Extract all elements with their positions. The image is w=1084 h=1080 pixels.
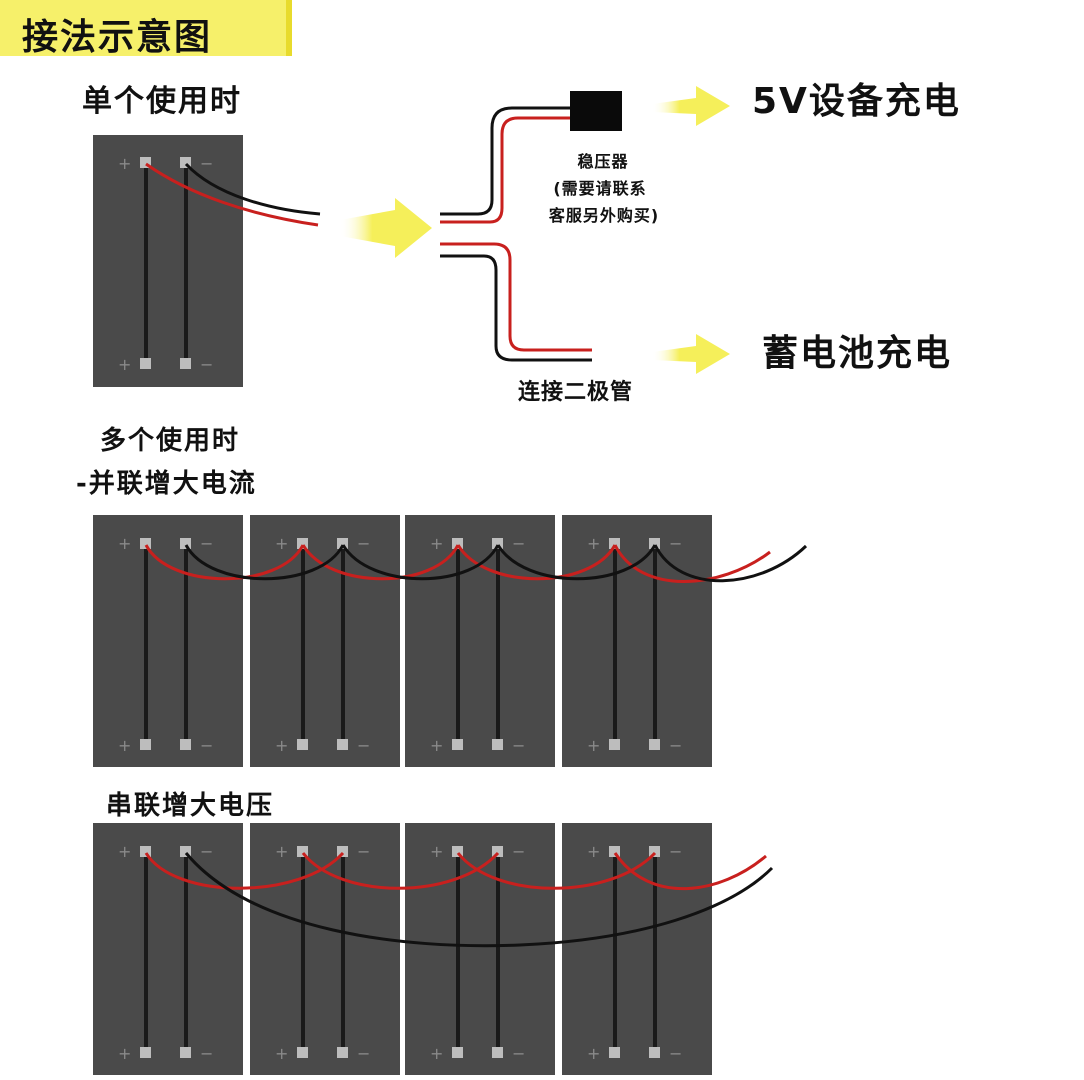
multi-use-heading: 多个使用时: [100, 426, 241, 456]
solar-panel: [562, 515, 712, 767]
series-heading: 串联增大电压: [106, 791, 275, 821]
svg-text:−: −: [669, 534, 682, 553]
parallel-panel-row: [93, 515, 712, 767]
svg-text:−: −: [512, 534, 525, 553]
page-title: 接法示意图: [22, 17, 213, 58]
solar-panel: [93, 823, 243, 1075]
parallel-black-wires: [184, 544, 808, 583]
voltage-regulator: [570, 91, 622, 131]
svg-text:+: +: [275, 1044, 288, 1063]
title-banner: 接法示意图: [0, 0, 292, 58]
terminal-plus-sign: +: [118, 154, 131, 173]
svg-text:−: −: [200, 1044, 213, 1063]
yellow-arrow: [652, 86, 730, 126]
red-wire: [145, 162, 319, 227]
yellow-arrow: [340, 198, 432, 258]
svg-text:+: +: [430, 534, 443, 553]
svg-text:−: −: [669, 736, 682, 755]
diode-label: 连接二极管: [518, 380, 634, 405]
svg-text:+: +: [275, 736, 288, 755]
series-panel-row: [93, 823, 712, 1075]
output-battery-label: 蓄电池充电: [762, 333, 953, 374]
red-wire: [440, 116, 570, 224]
parallel-red-wires: [144, 544, 771, 583]
svg-text:+: +: [118, 736, 131, 755]
svg-text:+: +: [118, 1044, 131, 1063]
svg-text:−: −: [200, 736, 213, 755]
black-wire: [184, 162, 321, 216]
regulator-note-2: 客服另外购买): [548, 206, 660, 225]
svg-text:+: +: [118, 534, 131, 553]
parallel-heading: -并联增大电流: [76, 469, 257, 499]
svg-text:−: −: [512, 842, 525, 861]
svg-text:+: +: [430, 842, 443, 861]
terminal-minus-sign: −: [200, 355, 213, 374]
terminal-plus-sign: +: [118, 355, 131, 374]
yellow-arrow: [652, 334, 730, 374]
svg-text:+: +: [587, 1044, 600, 1063]
svg-text:+: +: [430, 736, 443, 755]
svg-text:−: −: [512, 1044, 525, 1063]
svg-text:−: −: [512, 736, 525, 755]
regulator-note-1: (需要请联系: [553, 179, 647, 198]
svg-text:−: −: [669, 1044, 682, 1063]
svg-text:−: −: [669, 842, 682, 861]
solar-panel: [405, 823, 555, 1075]
red-wire: [440, 242, 592, 352]
series-black-wire: [184, 852, 774, 948]
svg-text:−: −: [357, 1044, 370, 1063]
svg-text:−: −: [200, 842, 213, 861]
svg-text:+: +: [275, 842, 288, 861]
svg-text:−: −: [357, 736, 370, 755]
svg-text:−: −: [357, 842, 370, 861]
terminal-minus-sign: −: [200, 154, 213, 173]
single-use-heading: 单个使用时: [82, 84, 242, 119]
svg-text:+: +: [587, 534, 600, 553]
svg-text:+: +: [587, 842, 600, 861]
svg-text:−: −: [357, 534, 370, 553]
black-wire: [440, 254, 592, 362]
black-wire: [440, 106, 570, 216]
svg-text:+: +: [430, 1044, 443, 1063]
single-solar-panel: [93, 135, 243, 387]
solar-panel: [93, 515, 243, 767]
solar-panel: [250, 823, 400, 1075]
solar-panel: [405, 515, 555, 767]
series-red-wires: [144, 851, 767, 891]
solar-panel: [562, 823, 712, 1075]
regulator-label: 稳压器: [577, 152, 629, 171]
svg-text:+: +: [118, 842, 131, 861]
output-5v-label: 5V设备充电: [752, 81, 961, 122]
svg-text:−: −: [200, 534, 213, 553]
solar-panel: [250, 515, 400, 767]
svg-text:+: +: [275, 534, 288, 553]
svg-text:+: +: [587, 736, 600, 755]
